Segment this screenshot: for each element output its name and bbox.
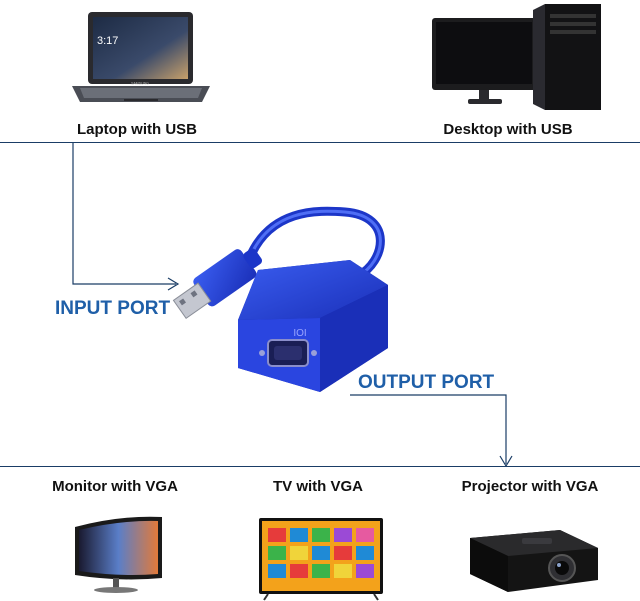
tv-image bbox=[259, 518, 383, 601]
bottom-divider-line bbox=[0, 466, 640, 467]
laptop-clock-text: 3:17 bbox=[97, 35, 118, 47]
monitor-image bbox=[75, 516, 162, 593]
output-connector-line bbox=[350, 394, 507, 464]
output-port-label: OUTPUT PORT bbox=[358, 372, 495, 393]
usb-vga-adapter-image: IOI bbox=[172, 206, 388, 392]
output-arrow-head bbox=[499, 455, 513, 468]
top-divider-line bbox=[0, 142, 640, 143]
laptop-brand-text: SAMSUNG bbox=[131, 82, 149, 86]
laptop-label: Laptop with USB bbox=[77, 121, 197, 138]
input-port-label: INPUT PORT bbox=[55, 298, 171, 319]
laptop-image: 3:17 SAMSUNG bbox=[72, 12, 210, 102]
input-arrow-head bbox=[167, 277, 180, 291]
tv-label: TV with VGA bbox=[273, 478, 363, 495]
desktop-label: Desktop with USB bbox=[443, 121, 573, 138]
projector-image bbox=[470, 530, 598, 592]
desktop-image bbox=[432, 4, 601, 110]
svg-text:IOI: IOI bbox=[293, 328, 306, 339]
monitor-label: Monitor with VGA bbox=[52, 478, 178, 495]
projector-label: Projector with VGA bbox=[461, 478, 599, 495]
input-connector-line bbox=[72, 143, 176, 285]
